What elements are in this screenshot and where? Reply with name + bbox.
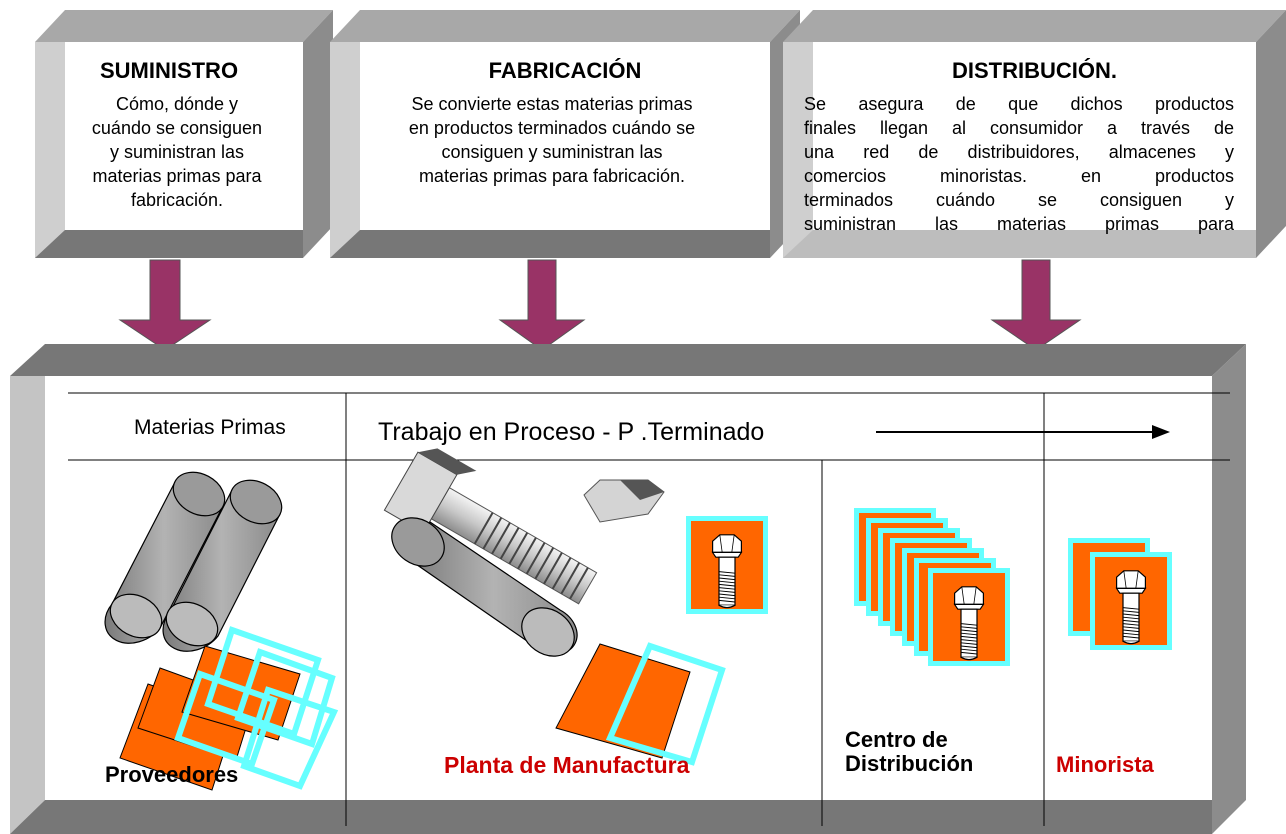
box-suministro <box>35 10 333 258</box>
distribucion-line: comercios minoristas. en productos <box>804 166 1234 186</box>
distribucion-line: finales llegan al consumidor a través de <box>804 118 1234 138</box>
distribucion-title: DISTRIBUCIÓN. <box>952 58 1117 83</box>
suministro-line: materias primas para <box>92 166 262 186</box>
minorista-label: Minorista <box>1056 752 1154 777</box>
raw-material-cylinders <box>104 471 283 652</box>
distribucion-line: Se asegura de que dichos productos <box>804 94 1234 114</box>
box-distribucion <box>783 10 1286 258</box>
retail-bolt-stack <box>1068 538 1172 650</box>
fabricacion-description: Se convierte estas materias primas en pr… <box>352 92 752 188</box>
fabricacion-title: FABRICACIÓN <box>488 58 642 83</box>
raw-material-sheets <box>119 626 339 791</box>
suministro-line: y suministran las <box>109 142 245 162</box>
suministro-line: fabricación. <box>130 190 224 210</box>
fabricacion-line: consiguen y suministran las <box>441 142 663 162</box>
box-fabricacion <box>330 10 800 258</box>
suministro-line: cuándo se consiguen <box>91 118 263 138</box>
arrow-fabricacion <box>498 259 586 351</box>
distribucion-line: una red de distribuidores, almacenes y <box>804 142 1234 162</box>
suministro-line: Cómo, dónde y <box>115 94 239 114</box>
fabricacion-line: materias primas para fabricación. <box>418 166 686 186</box>
centro-label-line: Distribución <box>845 751 974 776</box>
table-grid <box>68 392 1230 826</box>
centro-distribucion-label: Centro de Distribución <box>845 728 973 776</box>
suministro-description: Cómo, dónde y cuándo se consiguen y sumi… <box>58 92 296 212</box>
materias-primas-header: Materias Primas <box>134 416 286 439</box>
trabajo-proceso-header: Trabajo en Proceso - P .Terminado <box>378 418 765 446</box>
planta-label: Planta de Manufactura <box>444 752 690 778</box>
fabricacion-line: en productos terminados cuándo se <box>408 118 696 138</box>
proveedores-label: Proveedores <box>105 762 239 787</box>
flow-arrow <box>876 425 1170 439</box>
arrow-distribucion <box>990 259 1082 351</box>
distribucion-line: suministran las materias primas para <box>804 214 1234 234</box>
finished-bolt-card <box>686 516 768 614</box>
arrow-suministro <box>118 259 212 351</box>
distribucion-description: Se asegura de que dichos productos final… <box>804 92 1234 236</box>
manufacturing-parts <box>383 448 726 766</box>
distribucion-line: terminados cuándo se consiguen y <box>804 190 1234 210</box>
centro-label-line: Centro de <box>845 727 948 752</box>
suministro-title: SUMINISTRO <box>99 58 239 83</box>
fabricacion-line: Se convierte estas materias primas <box>411 94 693 114</box>
